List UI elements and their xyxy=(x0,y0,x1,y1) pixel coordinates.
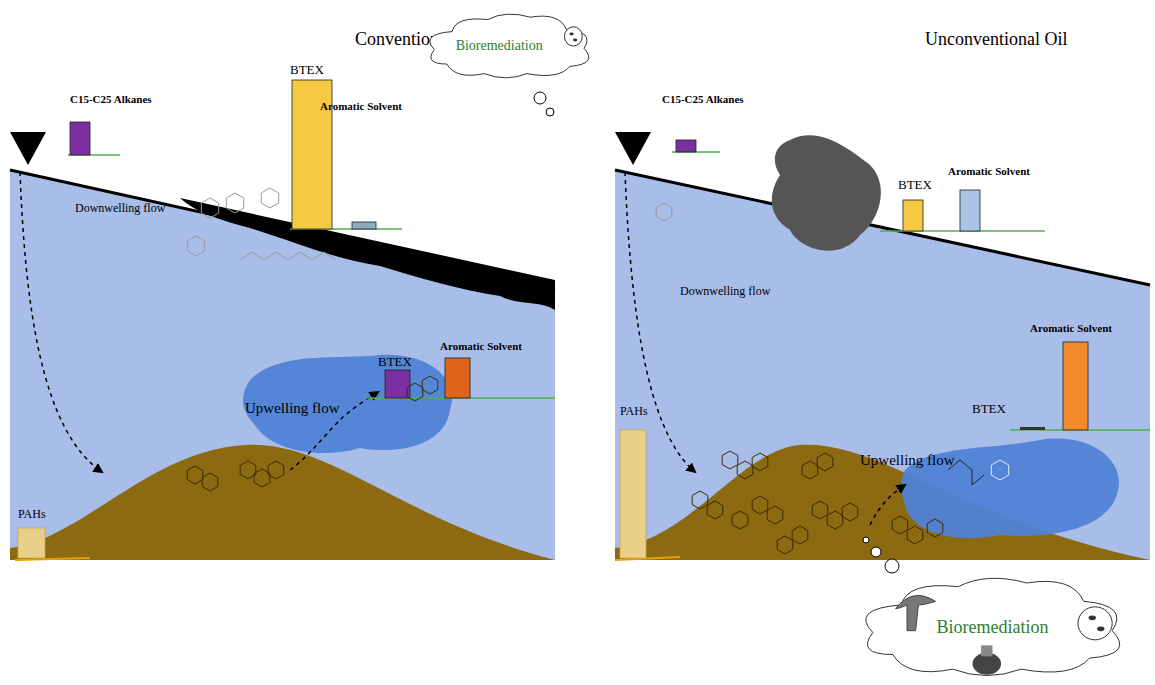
annotation-label: BTEX xyxy=(898,178,932,192)
annotation-label: PAHs xyxy=(620,405,648,418)
annotation-label: Upwelling flow xyxy=(245,400,340,417)
ring-sketch xyxy=(802,461,818,479)
ring-sketch xyxy=(812,501,828,519)
annotation-label: PAHs xyxy=(18,508,46,521)
ring-sketch xyxy=(261,188,278,208)
ring-sketch xyxy=(226,193,243,213)
ring-sketch xyxy=(892,516,908,534)
ring-sketch xyxy=(827,511,843,529)
annotation-label: Upwelling flow xyxy=(860,452,955,469)
alkane-sketch xyxy=(240,252,336,260)
panel-title: Unconventional Oil xyxy=(925,30,1067,50)
ring-sketch xyxy=(907,526,923,544)
annotation-label: Aromatic Solvent xyxy=(440,340,522,352)
ring-sketch xyxy=(732,511,748,529)
ring-sketch xyxy=(692,491,708,509)
ring-sketch xyxy=(656,203,672,221)
annotation-label: BTEX xyxy=(378,355,412,369)
ring-sketch xyxy=(752,496,768,514)
ring-sketch xyxy=(407,383,423,401)
annotation-label: Aromatic Solvent xyxy=(1030,322,1112,334)
ring-sketch xyxy=(927,519,943,537)
annotation-label: BTEX xyxy=(972,402,1006,416)
ring-sketch xyxy=(707,501,723,519)
annotation-label: Downwelling flow xyxy=(680,285,770,298)
ring-sketch xyxy=(254,469,270,487)
cloud-bubble: Bioremediation xyxy=(420,10,598,82)
ring-sketch xyxy=(777,536,793,554)
annotation-label: C15-C25 Alkanes xyxy=(70,93,152,105)
ring-sketch xyxy=(187,236,204,256)
ring-sketch xyxy=(792,526,808,544)
ring-sketch xyxy=(817,453,833,471)
ring-sketch xyxy=(202,473,218,491)
cloud-label: Bioremediation xyxy=(937,617,1049,638)
ring-sketch xyxy=(187,466,203,484)
ring-sketch xyxy=(991,460,1008,480)
annotation-label: Downwelling flow xyxy=(75,202,165,215)
ring-sketch xyxy=(268,461,284,479)
annotation-label: Aromatic Solvent xyxy=(948,165,1030,177)
ring-sketch xyxy=(842,503,858,521)
ring-sketch xyxy=(752,453,768,471)
annotation-label: BTEX xyxy=(290,63,324,77)
ring-sketch xyxy=(422,376,438,394)
cloud-label: Bioremediation xyxy=(456,38,543,54)
cloud-bubble: Bioremediation xyxy=(850,572,1135,682)
ring-sketch xyxy=(767,506,783,524)
ring-sketch xyxy=(201,198,218,218)
ring-sketch xyxy=(722,451,738,469)
ring-sketch xyxy=(240,461,256,479)
ring-sketch xyxy=(737,461,753,479)
annotation-label: C15-C25 Alkanes xyxy=(662,93,744,105)
annotation-label: Aromatic Solvent xyxy=(320,100,402,112)
